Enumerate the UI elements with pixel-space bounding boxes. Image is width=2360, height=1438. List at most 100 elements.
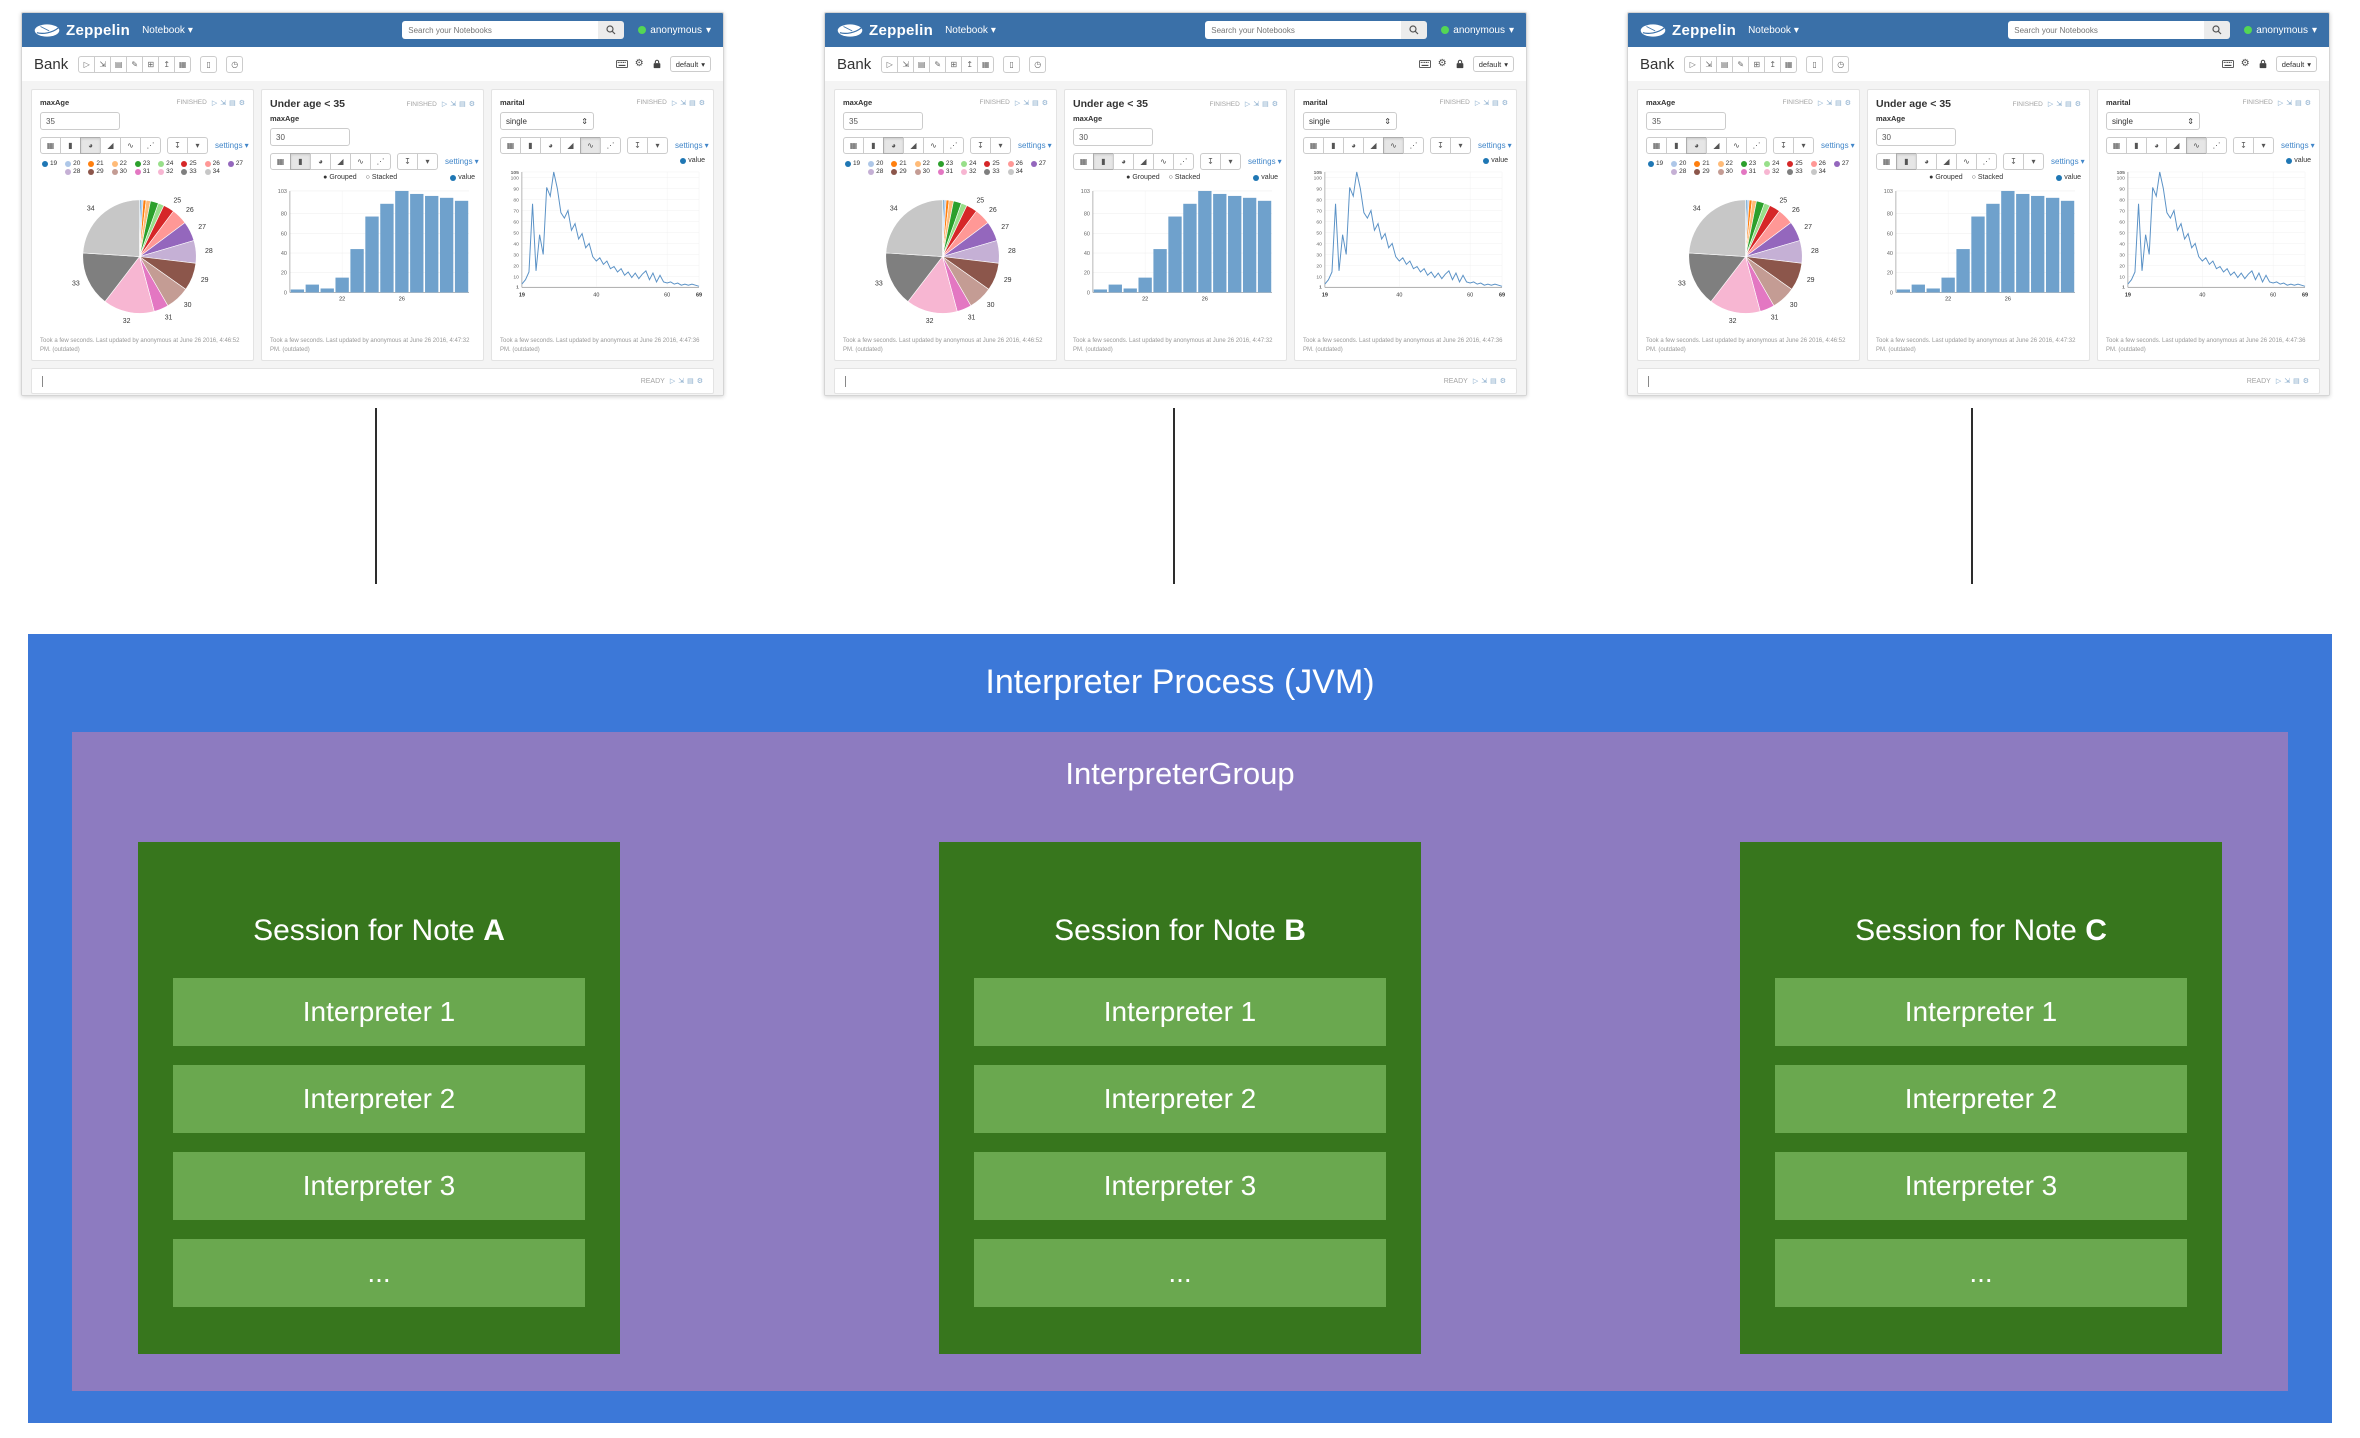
- empty-paragraph[interactable]: READY▷⇲▤⚙: [31, 368, 714, 394]
- settings-link[interactable]: settings▾: [1248, 157, 1282, 166]
- note-toolbar-0-icon[interactable]: ▷: [881, 55, 899, 73]
- settings-link[interactable]: settings▾: [2051, 157, 2085, 166]
- legend-item[interactable]: 24: [1764, 160, 1779, 167]
- status-icons-1-icon[interactable]: ⇲: [1483, 99, 1490, 107]
- download-button[interactable]: ↧: [1430, 137, 1451, 154]
- download-button[interactable]: ↧: [970, 137, 991, 154]
- marital-select[interactable]: single⇕: [500, 112, 594, 130]
- chart-type-table-button[interactable]: ▦: [1303, 137, 1324, 154]
- chart-type-scatter-button[interactable]: ⋰: [2206, 137, 2227, 154]
- chart-type-pie-button[interactable]: ◕: [1343, 137, 1364, 154]
- legend-item[interactable]: 28: [1671, 168, 1686, 175]
- status-icons-1-icon[interactable]: ⇲: [220, 99, 227, 107]
- download-caret-button[interactable]: ▾: [1220, 153, 1241, 170]
- legend-item[interactable]: 23: [937, 160, 953, 167]
- legend-item[interactable]: 32: [158, 168, 173, 175]
- chart-type-bar-button[interactable]: ▮: [2126, 137, 2147, 154]
- legend-item[interactable]: 25: [181, 160, 197, 167]
- legend-item[interactable]: 20: [868, 160, 883, 167]
- paragraph-control-icons[interactable]: ▷⇲▤⚙: [1470, 377, 1506, 385]
- legend-item[interactable]: 29: [891, 168, 907, 175]
- status-icons-0-icon[interactable]: ▷: [211, 99, 218, 107]
- grouped-radio[interactable]: ●Grouped: [1126, 174, 1159, 181]
- marital-select[interactable]: single⇕: [2106, 112, 2200, 130]
- chart-type-scatter-button[interactable]: ⋰: [140, 137, 161, 154]
- download-caret-button[interactable]: ▾: [990, 137, 1011, 154]
- gear-icon[interactable]: ⚙: [634, 58, 644, 69]
- keyboard-icon[interactable]: [615, 59, 628, 69]
- chart-type-line-button[interactable]: ∿: [1726, 137, 1747, 154]
- chart-type-pie-button[interactable]: ◕: [883, 137, 904, 154]
- download-button[interactable]: ↧: [1773, 137, 1794, 154]
- user-menu[interactable]: anonymous▾: [1441, 25, 1514, 36]
- legend-item[interactable]: 30: [1717, 168, 1733, 175]
- status-icons-1-icon[interactable]: ⇲: [1253, 101, 1260, 108]
- note-toolbar-1-icon[interactable]: ⇲: [94, 55, 112, 73]
- download-caret-button[interactable]: ▾: [1450, 137, 1471, 154]
- status-icons-2-icon[interactable]: ▤: [1835, 99, 1842, 107]
- zeppelin-brand[interactable]: Zeppelin: [1672, 21, 1737, 39]
- user-menu[interactable]: anonymous▾: [2244, 25, 2317, 36]
- legend-item[interactable]: 20: [65, 160, 80, 167]
- status-icons-0-icon[interactable]: ▷: [2277, 99, 2284, 107]
- stacked-radio[interactable]: ○Stacked: [366, 174, 398, 181]
- paragraph-control-icons[interactable]: ▷⇲▤⚙: [439, 100, 475, 108]
- zeppelin-logo-icon[interactable]: [34, 23, 60, 38]
- trash-button[interactable]: ▯: [200, 55, 218, 73]
- chart-type-table-button[interactable]: ▦: [843, 137, 864, 154]
- download-button[interactable]: ↧: [1200, 153, 1221, 170]
- note-toolbar-5-icon[interactable]: ↥: [961, 55, 979, 73]
- maxage-input[interactable]: [40, 112, 120, 130]
- legend-item[interactable]: 27: [1030, 160, 1046, 167]
- empty-paragraph[interactable]: READY▷⇲▤⚙: [1637, 368, 2320, 394]
- chart-type-pie-button[interactable]: ◕: [80, 137, 101, 154]
- chart-type-pie-button[interactable]: ◕: [1113, 153, 1134, 170]
- settings-link[interactable]: settings▾: [2281, 141, 2315, 150]
- status-icons-3-icon[interactable]: ⚙: [238, 99, 245, 107]
- chart-type-bar-button[interactable]: ▮: [1896, 153, 1917, 170]
- paragraph-control-icons[interactable]: ▷⇲▤⚙: [2273, 377, 2309, 385]
- legend-item[interactable]: 29: [1694, 168, 1710, 175]
- search-input[interactable]: [2008, 21, 2205, 39]
- chart-type-scatter-button[interactable]: ⋰: [1173, 153, 1194, 170]
- stacked-radio[interactable]: ○Stacked: [1972, 174, 2004, 181]
- legend-item[interactable]: 31: [937, 168, 953, 175]
- status-icons-2-icon[interactable]: ▤: [689, 99, 696, 107]
- settings-link[interactable]: settings▾: [1821, 141, 1855, 150]
- settings-link[interactable]: settings▾: [445, 157, 479, 166]
- chart-type-pie-button[interactable]: ◕: [1916, 153, 1937, 170]
- chart-type-area-button[interactable]: ◢: [903, 137, 924, 154]
- user-menu[interactable]: anonymous▾: [638, 25, 711, 36]
- status-icons-2-icon[interactable]: ▤: [1032, 99, 1039, 107]
- chart-type-bar-button[interactable]: ▮: [1323, 137, 1344, 154]
- status-icons-2-icon[interactable]: ▤: [1262, 101, 1269, 108]
- status-icons-1-icon[interactable]: ⇲: [2056, 101, 2063, 108]
- scheduler-button[interactable]: ◷: [1029, 55, 1047, 73]
- status-icons-2-icon[interactable]: ▤: [229, 99, 236, 107]
- legend-item[interactable]: 32: [961, 168, 976, 175]
- chart-type-line-button[interactable]: ∿: [120, 137, 141, 154]
- legend-item[interactable]: 20: [1671, 160, 1686, 167]
- download-button[interactable]: ↧: [2003, 153, 2024, 170]
- note-toolbar-4-icon[interactable]: ⊞: [1748, 55, 1766, 73]
- status-icons-3-icon[interactable]: ⚙: [1844, 99, 1851, 107]
- legend-item[interactable]: 28: [868, 168, 883, 175]
- chart-type-bar-button[interactable]: ▮: [863, 137, 884, 154]
- chart-type-pie-button[interactable]: ◕: [1686, 137, 1707, 154]
- maxage-input[interactable]: [1646, 112, 1726, 130]
- chart-type-bar-button[interactable]: ▮: [60, 137, 81, 154]
- paragraph-control-icons[interactable]: ▷⇲▤⚙: [2275, 99, 2311, 107]
- note-toolbar-4-icon[interactable]: ⊞: [945, 55, 963, 73]
- lock-icon[interactable]: [1454, 59, 1466, 69]
- chart-type-bar-button[interactable]: ▮: [1093, 153, 1114, 170]
- chart-type-scatter-button[interactable]: ⋰: [1976, 153, 1997, 170]
- status-icons-3-icon[interactable]: ⚙: [696, 378, 703, 385]
- legend-item[interactable]: 33: [181, 168, 197, 175]
- chart-type-area-button[interactable]: ◢: [330, 153, 351, 170]
- chart-type-line-button[interactable]: ∿: [923, 137, 944, 154]
- download-caret-button[interactable]: ▾: [187, 137, 208, 154]
- status-icons-0-icon[interactable]: ▷: [671, 99, 678, 107]
- settings-link[interactable]: settings▾: [1018, 141, 1052, 150]
- note-toolbar-2-icon[interactable]: ▤: [913, 55, 931, 73]
- download-caret-button[interactable]: ▾: [647, 137, 668, 154]
